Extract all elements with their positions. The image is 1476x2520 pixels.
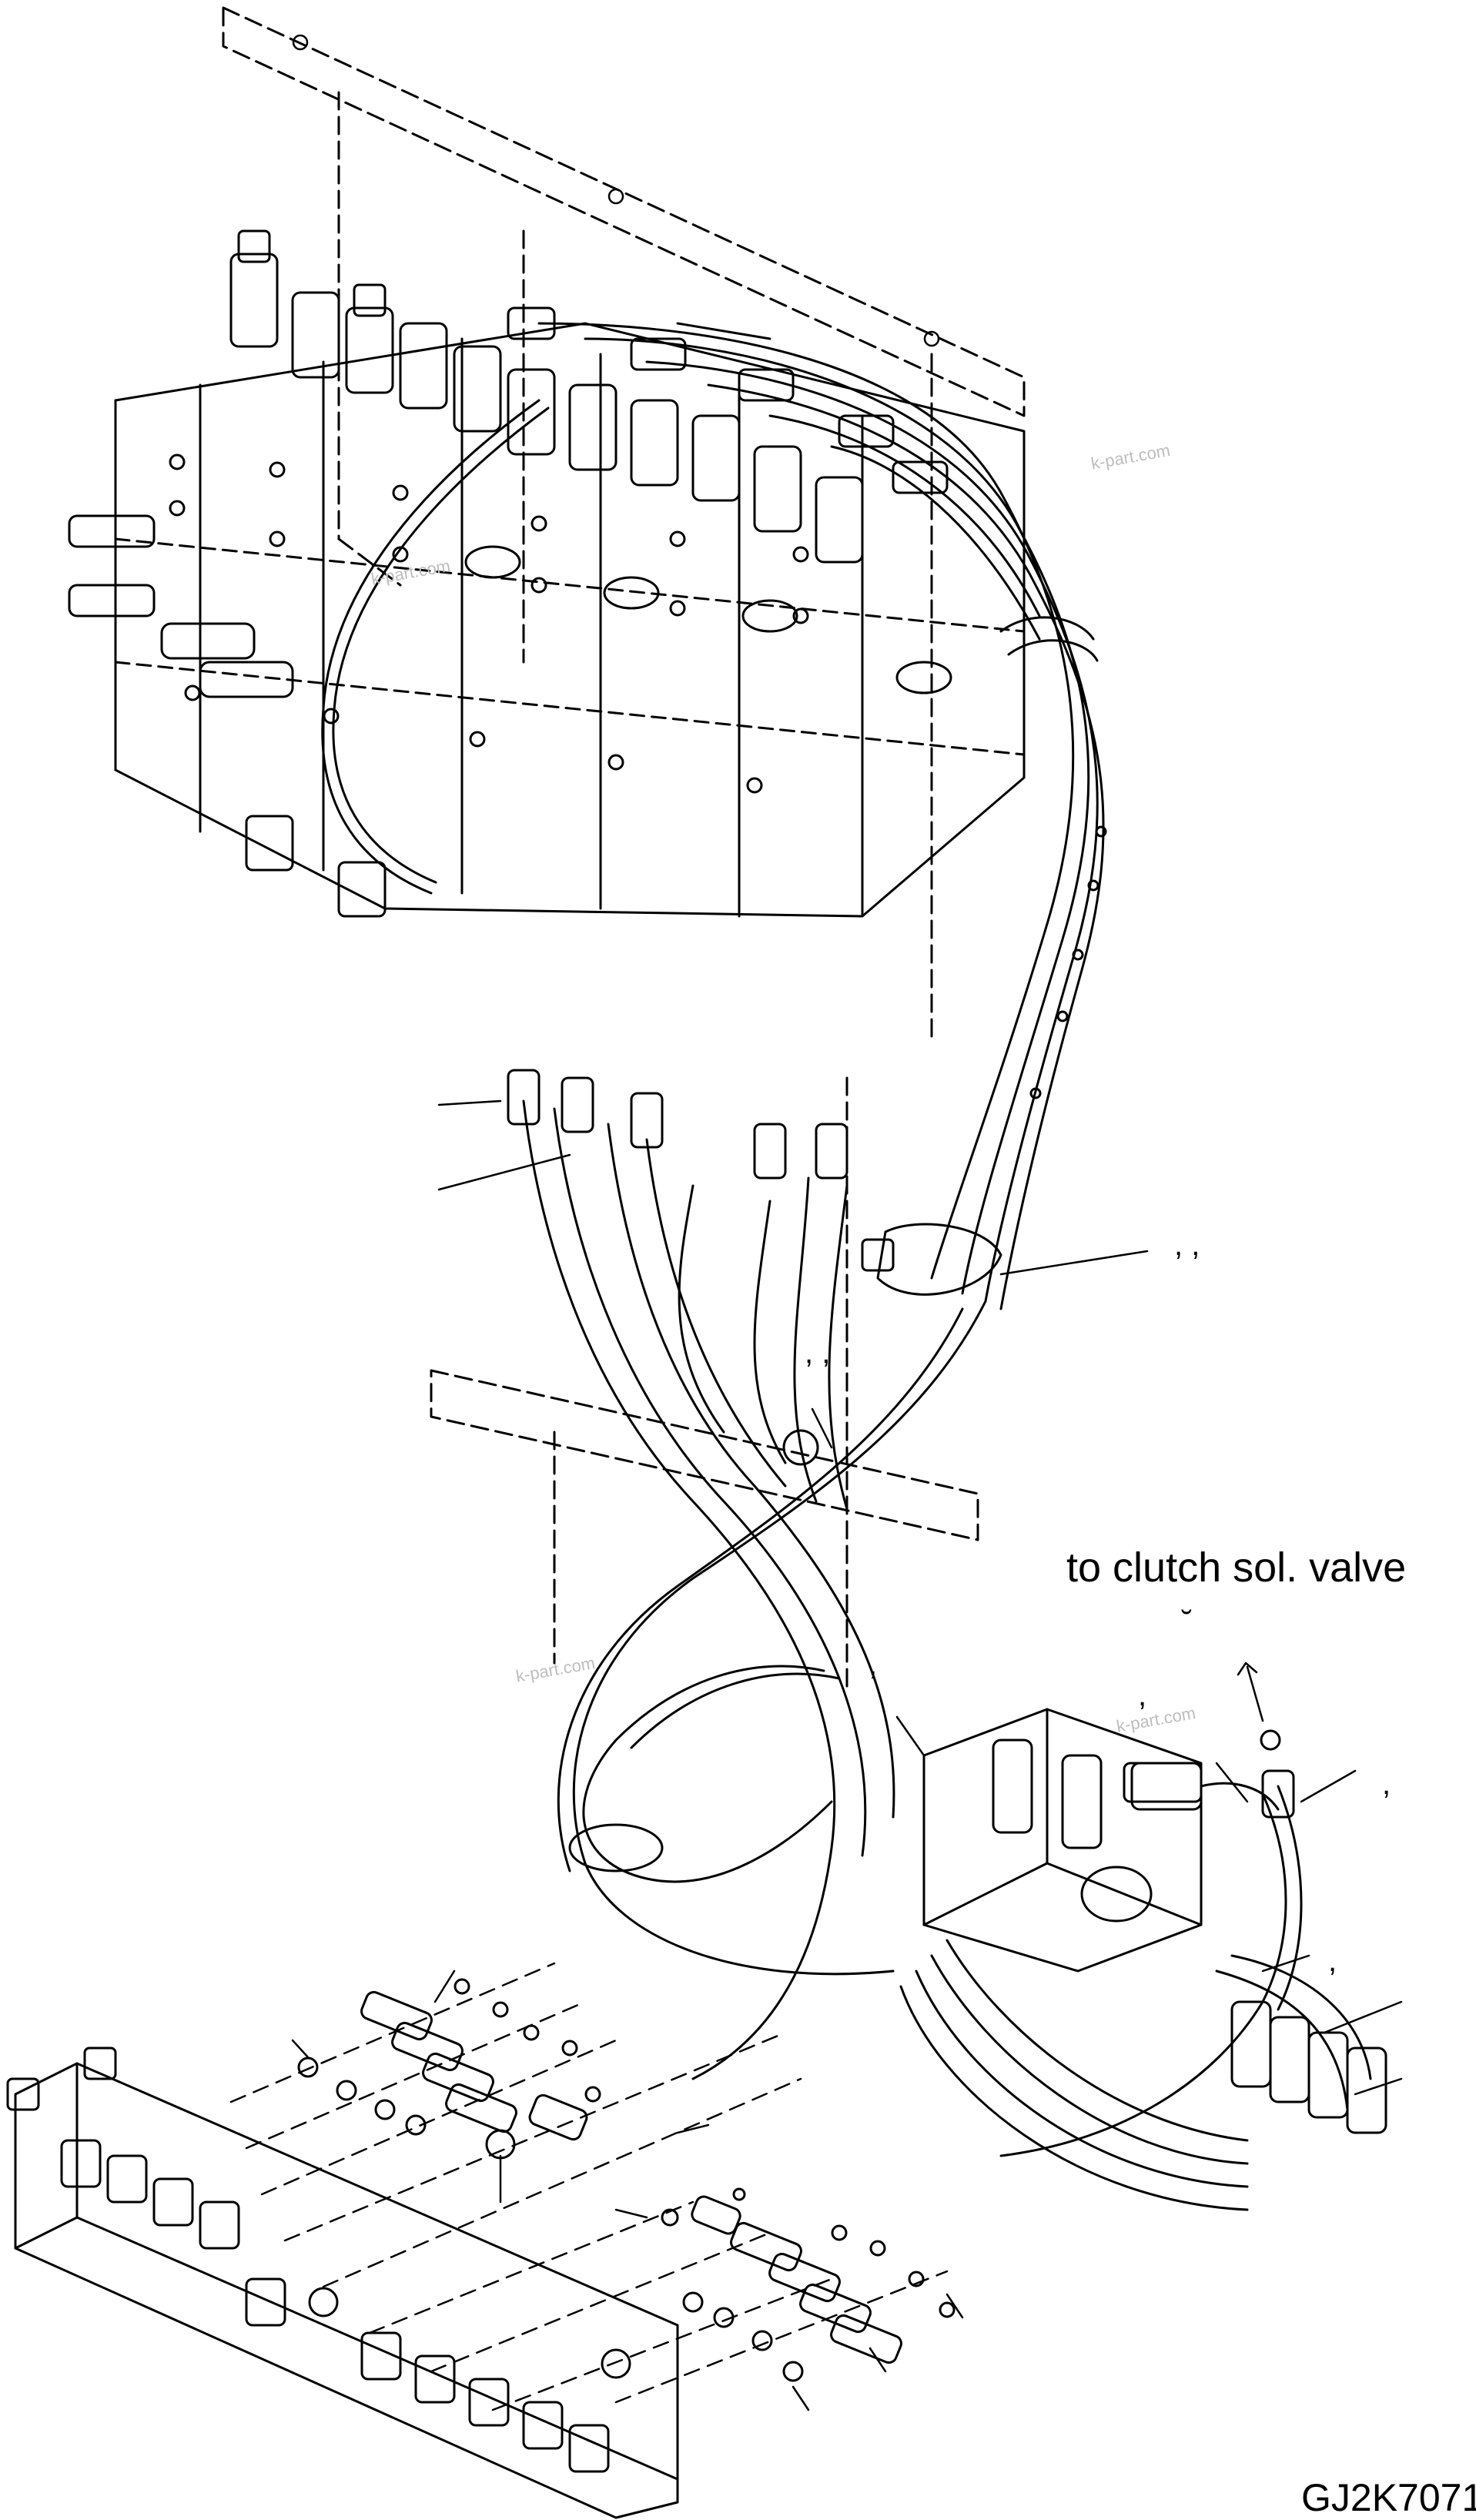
callout-mark-pair-a: , , (1174, 1228, 1200, 1262)
callout-mark-single-b: , (1138, 1678, 1147, 1712)
pilot-hose-loop (321, 399, 550, 895)
hose-clamp (861, 1223, 1002, 1296)
fitting-group-right (661, 2187, 956, 2382)
solenoid-valve-block (922, 1708, 1280, 1973)
control-valve-block (114, 322, 1026, 918)
valve-left-fittings (68, 514, 387, 918)
callout-mark-single-c: , (1382, 1767, 1391, 1801)
mounting-bracket-lower (430, 1076, 979, 1695)
right-hose-group (899, 1729, 1387, 2211)
explode-guides (229, 1962, 949, 2411)
leader-lines (291, 1099, 1403, 2411)
lower-hose-group (507, 1069, 987, 2080)
callout-mark-single-d: , (1328, 1944, 1337, 1978)
callout-mark-pair-b: , , (805, 1336, 831, 1370)
bracket-holes (292, 34, 940, 347)
manifold-block (6, 2046, 679, 2519)
clutch-valve-label: to clutch sol. valve (1066, 1544, 1407, 1591)
callout-mark-tilde: ˘ (1182, 1605, 1193, 1639)
mounting-bracket-top (222, 6, 1026, 1041)
fitting-group-left (297, 1978, 601, 2160)
drawing-code: GJ2K7071 (1301, 2476, 1476, 2519)
valve-spool-caps (229, 229, 952, 694)
upper-hose-bundle (507, 306, 1107, 1310)
callout-mark-single-a: , (869, 1648, 878, 1682)
